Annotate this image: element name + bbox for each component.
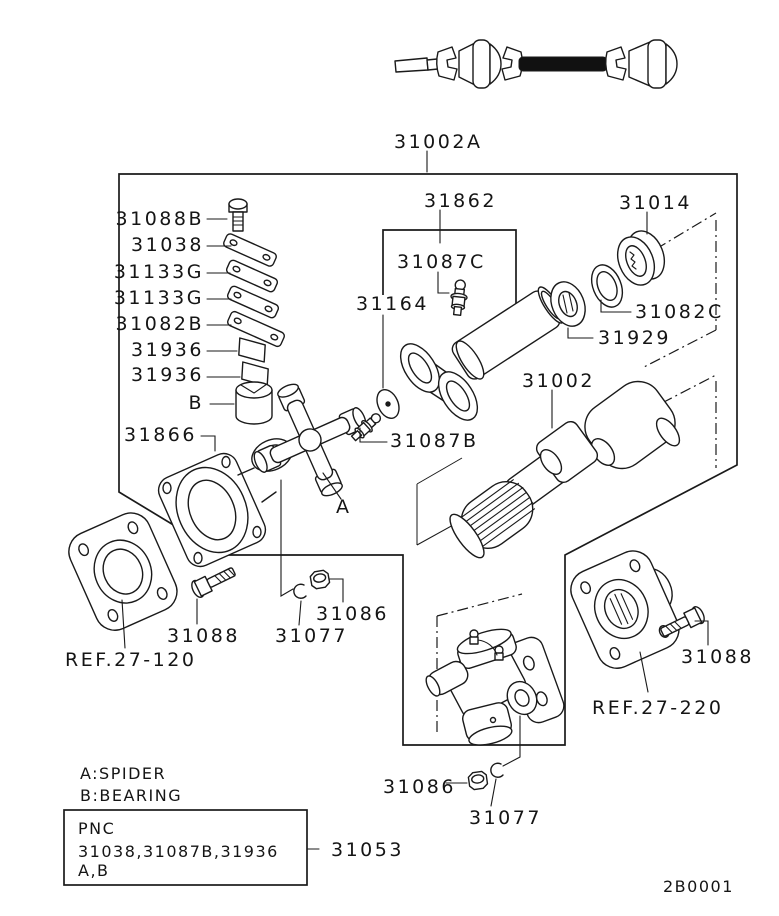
callout-31087B: 31087B <box>390 430 478 452</box>
strap-31038-drawing <box>223 233 277 267</box>
pnc-applicability: A,B <box>78 861 110 880</box>
pnc-part-list: 31038,31087B,31936 <box>78 842 279 861</box>
bolt-31088B-drawing <box>228 198 248 232</box>
callout-31086-left: 31086 <box>316 603 389 625</box>
callout-B: B <box>188 392 204 414</box>
bolt-31088-right-drawing <box>660 606 705 637</box>
sub-assembly-31862-outline <box>382 229 517 330</box>
callout-assembly-31002A: 31002A <box>394 131 482 153</box>
companion-flange-front-drawing <box>68 512 178 631</box>
washer-31077-left-drawing <box>293 583 307 599</box>
nut-31086-left-drawing <box>309 569 331 590</box>
grease-nipple-31087B-drawing <box>350 413 382 442</box>
spider-A-drawing <box>253 383 367 497</box>
bolt-31088-left-drawing <box>191 567 236 598</box>
callout-31088-left: 31088 <box>167 625 240 647</box>
legend-bearing: B:BEARING <box>80 786 182 805</box>
nut-31086-bottom-drawing <box>467 770 489 791</box>
pnc-box-outline <box>63 809 308 886</box>
callout-31014: 31014 <box>619 192 692 214</box>
callout-31002: 31002 <box>522 370 595 392</box>
bearing-B-drawing <box>235 381 273 425</box>
snap-ring-31082C-drawing <box>590 264 624 308</box>
propeller-shaft-thumbnail <box>394 39 678 89</box>
drawing-code: 2B0001 <box>663 877 734 896</box>
callout-31087C: 31087C <box>397 251 486 273</box>
callout-31053: 31053 <box>331 839 404 861</box>
flange-yoke-31866-drawing <box>157 438 293 568</box>
leader-lines <box>121 150 709 850</box>
callout-31086-bottom: 31086 <box>383 776 456 798</box>
washer-31077-bottom-drawing <box>490 762 504 778</box>
companion-flange-rear-drawing <box>570 550 680 669</box>
legend-spider: A:SPIDER <box>80 764 166 783</box>
washer-31164-drawing <box>376 389 400 419</box>
grease-nipple-31087C-drawing <box>450 279 468 316</box>
pnc-header: PNC <box>78 819 115 838</box>
callout-31088B: 31088B <box>116 208 204 230</box>
shaft-31002-drawing <box>449 380 681 559</box>
locknut-31014-drawing <box>616 230 666 286</box>
callout-31082B: 31082B <box>116 313 204 335</box>
strap-31082B-drawing <box>227 310 285 348</box>
plate-31936-drawing-1 <box>238 337 266 363</box>
strap-31133G-drawing-2 <box>226 285 280 319</box>
callout-31077-bottom: 31077 <box>469 807 542 829</box>
callout-31936-2: 31936 <box>131 364 204 386</box>
shaft-tube-solid <box>518 56 608 72</box>
callout-31077-left: 31077 <box>275 625 348 647</box>
lower-joint-assembly-drawing <box>425 628 565 746</box>
callout-31082C: 31082C <box>635 301 724 323</box>
callout-ref-27-120: REF.27-120 <box>65 649 196 671</box>
callout-31936-1: 31936 <box>131 339 204 361</box>
strap-31133G-drawing-1 <box>225 259 279 293</box>
callout-ref-27-220: REF.27-220 <box>592 697 723 719</box>
callout-31862: 31862 <box>424 190 497 212</box>
callout-31929: 31929 <box>598 327 671 349</box>
callout-31088-right: 31088 <box>681 646 754 668</box>
callout-31866: 31866 <box>124 424 197 446</box>
callout-A: A <box>336 496 352 518</box>
callout-31164: 31164 <box>356 293 429 315</box>
callout-31133G-2: 31133G <box>114 287 204 309</box>
callout-31133G-1: 31133G <box>114 261 204 283</box>
bearing-31929-drawing <box>550 281 586 327</box>
callout-31038: 31038 <box>131 234 204 256</box>
